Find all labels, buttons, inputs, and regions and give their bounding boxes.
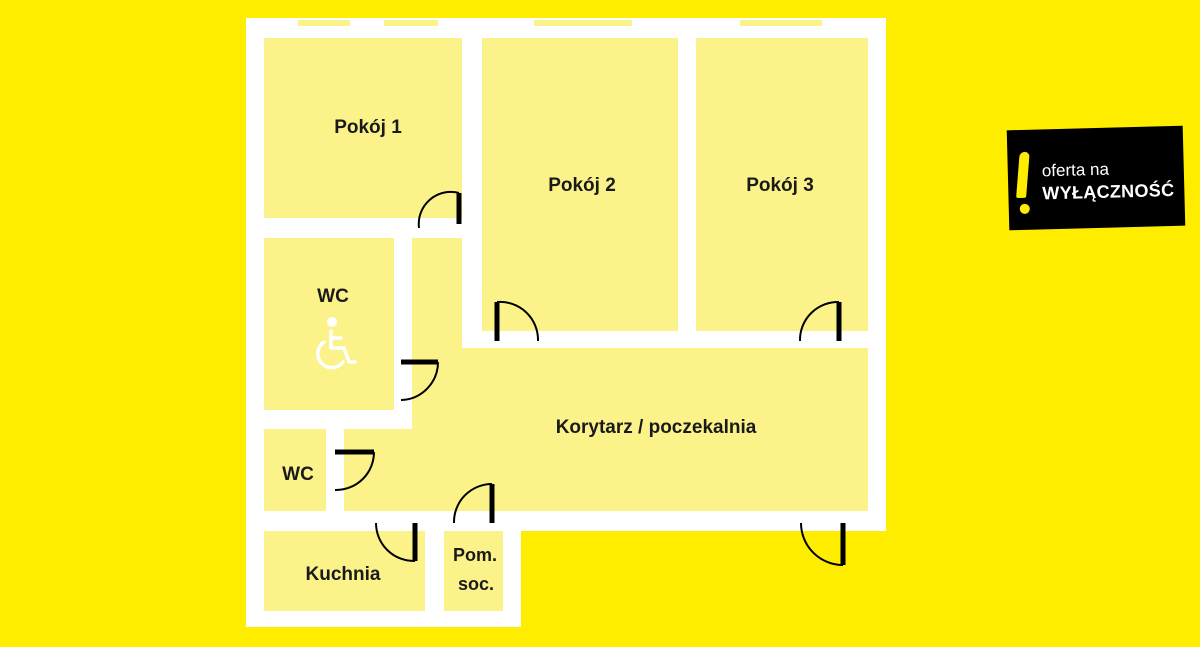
room-korytarz — [344, 238, 868, 511]
doors — [334, 190, 846, 566]
label-kuchnia: Kuchnia — [306, 564, 381, 585]
room-pokoj-2 — [482, 38, 678, 331]
label-wc-accessible: WC — [317, 286, 349, 307]
label-pom-line1: Pom. — [453, 545, 497, 565]
label-wc-small: WC — [282, 464, 314, 485]
room-pokoj-3 — [696, 38, 868, 331]
badge-line-2: WYŁĄCZNOŚĆ — [1042, 179, 1175, 204]
label-pokoj-1: Pokój 1 — [334, 117, 402, 138]
exclusive-offer-badge: oferta na WYŁĄCZNOŚĆ — [1006, 125, 1186, 231]
windows — [298, 20, 822, 26]
exclamation-icon — [1016, 151, 1030, 199]
badge-line-1: oferta na — [1041, 159, 1110, 181]
room-pom-soc — [444, 531, 503, 611]
label-korytarz: Korytarz / poczekalnia — [556, 417, 757, 438]
room-wc-small — [264, 429, 326, 511]
room-pokoj-1 — [264, 38, 462, 218]
room-kuchnia — [264, 531, 425, 611]
label-pokoj-2: Pokój 2 — [548, 175, 616, 196]
label-pokoj-3: Pokój 3 — [746, 175, 814, 196]
room-fills — [264, 38, 868, 611]
wheelchair-icon — [316, 317, 357, 370]
label-pom-line2: soc. — [458, 574, 494, 594]
exclamation-dot — [1019, 203, 1030, 215]
